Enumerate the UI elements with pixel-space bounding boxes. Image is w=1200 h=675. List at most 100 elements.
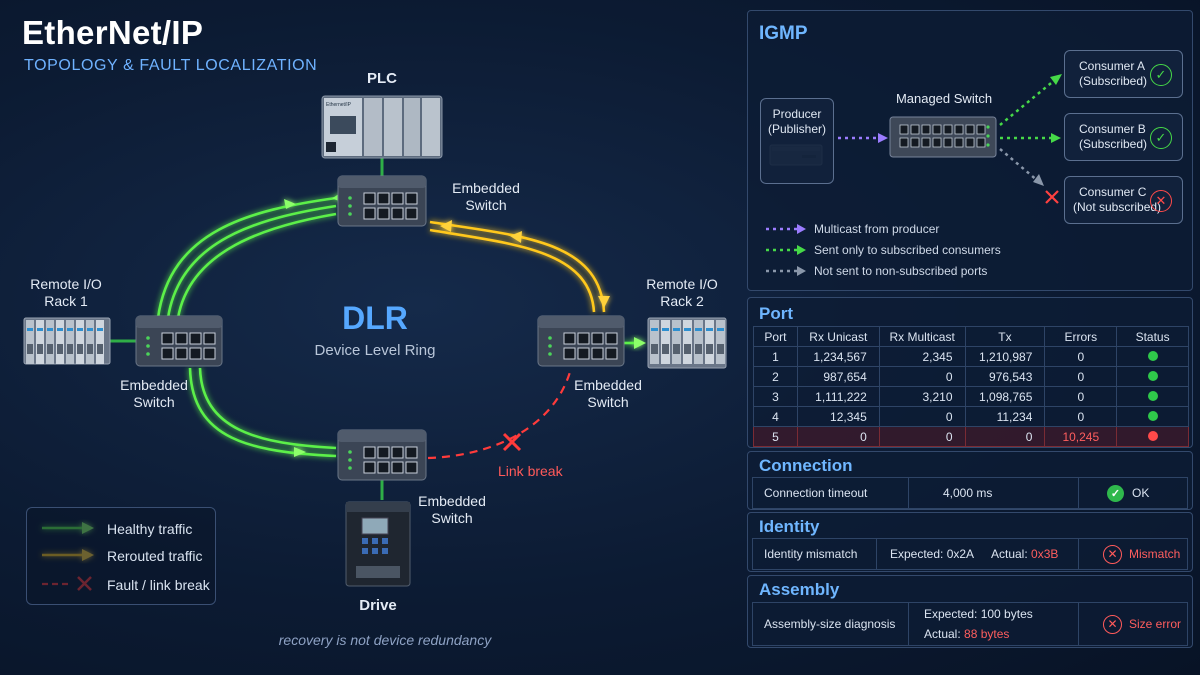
identity-row: Identity mismatch Expected: 0x2A Actual:… [752,538,1188,570]
check-circle-icon: ✓ [1107,484,1124,502]
rx-unicast-cell: 987,654 [796,366,880,387]
drive-device [345,501,411,587]
switch-ports [146,332,216,360]
rack1-label: Remote I/O Rack 1 [22,276,110,310]
tx-cell: 11,234 [964,406,1046,427]
status-error-dot-icon [1147,430,1158,441]
rx-unicast-cell: 1,234,567 [796,346,880,367]
rack1-switch-label: Embedded Switch [120,377,188,410]
status-ok-dot-icon [1147,370,1158,381]
igmp-panel: IGMP Producer (Publisher) Managed S [747,10,1193,291]
producer-box: Producer (Publisher) [760,98,834,184]
igmp-line-consumer-c [999,148,1039,182]
rack2-label-line1: Remote I/O [646,276,718,292]
link-break-icon [502,432,522,452]
consumer-b-name: Consumer B [1079,122,1146,136]
igmp-title: IGMP [759,23,808,44]
tx-cell: 976,543 [964,366,1046,387]
assembly-status: ✕ Size error [1103,603,1181,645]
consumer-a-name: Consumer A [1079,59,1146,73]
port-table: Port Rx Unicast Rx Multicast Tx Errors S… [753,326,1189,447]
managed-switch-label: Managed Switch [895,91,993,106]
igmp-line-consumer-a [999,78,1057,126]
identity-actual: Actual: 0x3B [991,539,1058,569]
rack2-label-line2: Rack 2 [660,293,704,309]
healthy-path-rack2 [622,337,646,349]
check-icon: ✓ [1150,64,1172,86]
col-rx-multicast: Rx Multicast [878,326,966,347]
x-circle-icon: ✕ [1150,190,1172,212]
consumer-a-box: Consumer A (Subscribed) ✓ [1064,50,1183,98]
connection-status: ✓ OK [1107,478,1149,508]
status-cell [1116,426,1189,447]
recovery-note: recovery is not device redundancy [278,632,492,648]
legend-rerouted-label: Rerouted traffic [107,548,203,564]
status-cell [1116,366,1189,387]
remote-io-rack2-device [647,317,727,369]
consumer-c-name: Consumer C [1079,185,1147,199]
assembly-expected: Expected: 100 bytes [924,607,1033,621]
connection-title: Connection [759,456,853,475]
tx-cell: 1,210,987 [964,346,1046,367]
link-break-label: Link break [498,463,563,479]
rerouted-path [429,220,610,313]
port-title: Port [759,304,793,323]
igmp-legend-multicast: Multicast from producer [814,222,940,236]
rack1-label-line2: Rack 1 [44,293,88,309]
plc-label: PLC [367,70,397,87]
legend-fault-label: Fault / link break [107,577,210,593]
plc-switch-label: Embedded Switch [452,180,520,213]
rx-unicast-cell: 0 [796,426,880,447]
status-ok-dot-icon [1147,350,1158,361]
port-cell: 4 [753,406,798,427]
igmp-legend-lines [766,224,806,276]
assembly-actual: Actual: 88 bytes [924,613,1009,655]
rx-unicast-cell: 12,345 [796,406,880,427]
rx-multicast-cell: 0 [878,366,966,387]
rx-unicast-cell: 1,111,222 [796,386,880,407]
errors-cell: 10,245 [1044,426,1118,447]
port-cell: 1 [753,346,798,367]
identity-status: ✕ Mismatch [1103,539,1180,569]
producer-role: (Publisher) [767,122,827,136]
port-panel: Port Port Rx Unicast Rx Multicast Tx Err… [747,297,1193,448]
col-status: Status [1116,326,1189,347]
consumer-b-box: Consumer B (Subscribed) ✓ [1064,113,1183,161]
assembly-actual-value: 88 bytes [964,627,1010,641]
dlr-topology-diagram: Ethernet/IP [23,95,727,591]
rx-multicast-cell: 0 [878,426,966,447]
switch-ports [548,332,618,360]
status-cell [1116,386,1189,407]
drive-label: Drive [359,597,397,614]
status-ok-dot-icon [1147,410,1158,421]
connection-panel: Connection Connection timeout 4,000 ms ✓… [747,451,1193,510]
legend-healthy-label: Healthy traffic [107,521,193,537]
plc-device: Ethernet/IP [321,95,443,159]
port-table-header: Port Rx Unicast Rx Multicast Tx Errors S… [753,326,1189,347]
check-icon: ✓ [1150,127,1172,149]
consumer-b-state: (Subscribed) [1079,137,1148,151]
connection-value: 4,000 ms [943,486,993,500]
page-title: EtherNet/IP [22,14,204,51]
identity-expected: Expected: 0x2A [890,547,975,561]
port-cell: 5 [753,426,798,447]
rack2-label: Remote I/O Rack 2 [638,276,726,310]
status-ok-dot-icon [1147,390,1158,401]
identity-status-text: Mismatch [1129,547,1181,561]
remote-io-rack1-device [23,317,111,365]
igmp-legend-subscribed: Sent only to subscribed consumers [814,243,1001,257]
assembly-actual-label: Actual: [924,627,961,641]
consumer-c-box: Consumer C (Not subscribed) ✕ [1064,176,1183,224]
page-subtitle: TOPOLOGY & FAULT LOCALIZATION [24,57,318,74]
consumer-a-state: (Subscribed) [1079,74,1148,88]
x-circle-icon: ✕ [1103,614,1122,634]
assembly-title: Assembly [759,580,840,599]
identity-label: Identity mismatch [764,547,858,561]
connection-status-text: OK [1132,486,1150,500]
identity-title: Identity [759,517,820,536]
